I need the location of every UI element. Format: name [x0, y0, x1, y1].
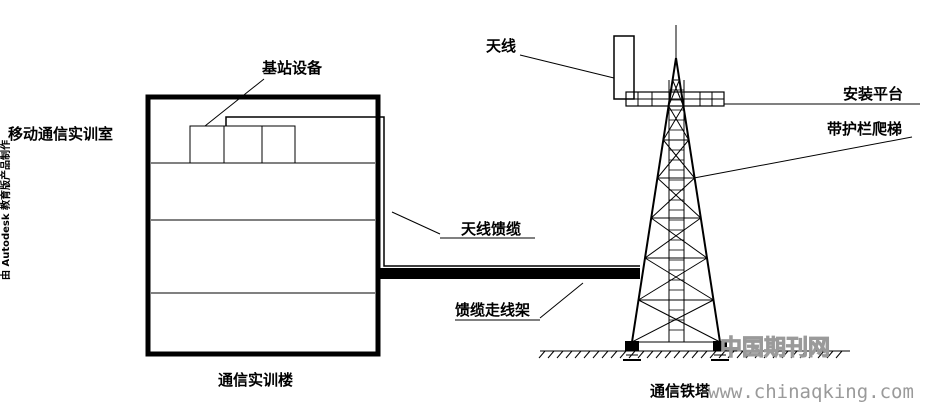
ground-hatch [673, 350, 681, 359]
label-base-station-equipment: 基站设备 [261, 59, 323, 77]
tower-member [638, 257, 708, 301]
installation-platform [625, 91, 725, 107]
label-ladder: 带护栏爬梯 [827, 120, 902, 138]
watermark-url: www.chinaqking.com [708, 381, 914, 403]
tower-footings [623, 341, 729, 361]
label-mobile-lab: 移动通信实训室 [8, 125, 113, 143]
label-cable-tray: 馈缆走线架 [454, 301, 530, 319]
tower-member [650, 217, 708, 259]
ground-hatch [736, 350, 744, 359]
tower-member [668, 79, 680, 107]
ground-hatch [700, 350, 708, 359]
ground-hatch [709, 350, 717, 359]
ground-hatch [772, 350, 780, 359]
ground-hatch [583, 350, 591, 359]
ground-hatch [619, 350, 627, 359]
base-station-equipment [189, 125, 296, 164]
ground-hatch [682, 350, 690, 359]
ground-hatch [781, 350, 789, 359]
tower-member [650, 177, 695, 219]
ground-hatch [745, 350, 753, 359]
tower-member [672, 79, 684, 107]
ground-hatch [754, 350, 762, 359]
ground-hatch [817, 350, 825, 359]
label-training-building: 通信实训楼 [218, 371, 293, 389]
ground-hatch [538, 350, 546, 359]
building-outline [145, 94, 381, 357]
side-credit-text: 由 Autodesk 教育版产品制作 [0, 140, 12, 280]
label-feeder-cable: 天线馈缆 [461, 220, 521, 238]
equipment-cabinet-1 [189, 125, 225, 164]
ground-hatch [637, 350, 645, 359]
ground-hatch [547, 350, 555, 359]
tower-member [657, 177, 702, 219]
watermark-cn: 中国期刊网 [720, 336, 830, 361]
equipment-cabinet-3 [261, 125, 296, 164]
ground-hatch [691, 350, 699, 359]
label-install-platform: 安装平台 [843, 85, 903, 103]
tower-member [631, 299, 714, 343]
leader-antenna [519, 54, 615, 79]
ground-hatch [799, 350, 807, 359]
tower-member [638, 299, 721, 343]
ground-hatch [556, 350, 564, 359]
ground-hatch [574, 350, 582, 359]
communication-tower [631, 57, 721, 343]
label-tower: 通信铁塔 [650, 382, 711, 400]
tower-member [644, 257, 714, 301]
leader-equipment [204, 78, 265, 127]
ground-hatch [592, 350, 600, 359]
ground-hatch [790, 350, 798, 359]
ground-line [538, 350, 850, 359]
ground-hatch [646, 350, 654, 359]
feeder-cable-line [225, 116, 640, 267]
ground-hatch [601, 350, 609, 359]
ground-hatch [610, 350, 618, 359]
label-antenna: 天线 [486, 37, 516, 55]
antenna-panel [613, 35, 635, 100]
leader-feeder [391, 211, 441, 235]
tower-member [657, 139, 690, 179]
cable-tray [378, 268, 640, 279]
ground-hatch [835, 350, 843, 359]
tower-member [668, 105, 690, 141]
leader-ladder [693, 136, 913, 179]
training-building [145, 94, 381, 357]
ground-hatch [727, 350, 735, 359]
ground-hatch [763, 350, 771, 359]
equipment-cabinet-2 [223, 125, 263, 164]
ground-hatch [808, 350, 816, 359]
tower-member [662, 105, 684, 141]
ground-hatch [565, 350, 573, 359]
ground-hatch [655, 350, 663, 359]
ground-hatch [826, 350, 834, 359]
tower-member [644, 217, 702, 259]
ground-hatch [664, 350, 672, 359]
leader-tray [539, 282, 584, 319]
